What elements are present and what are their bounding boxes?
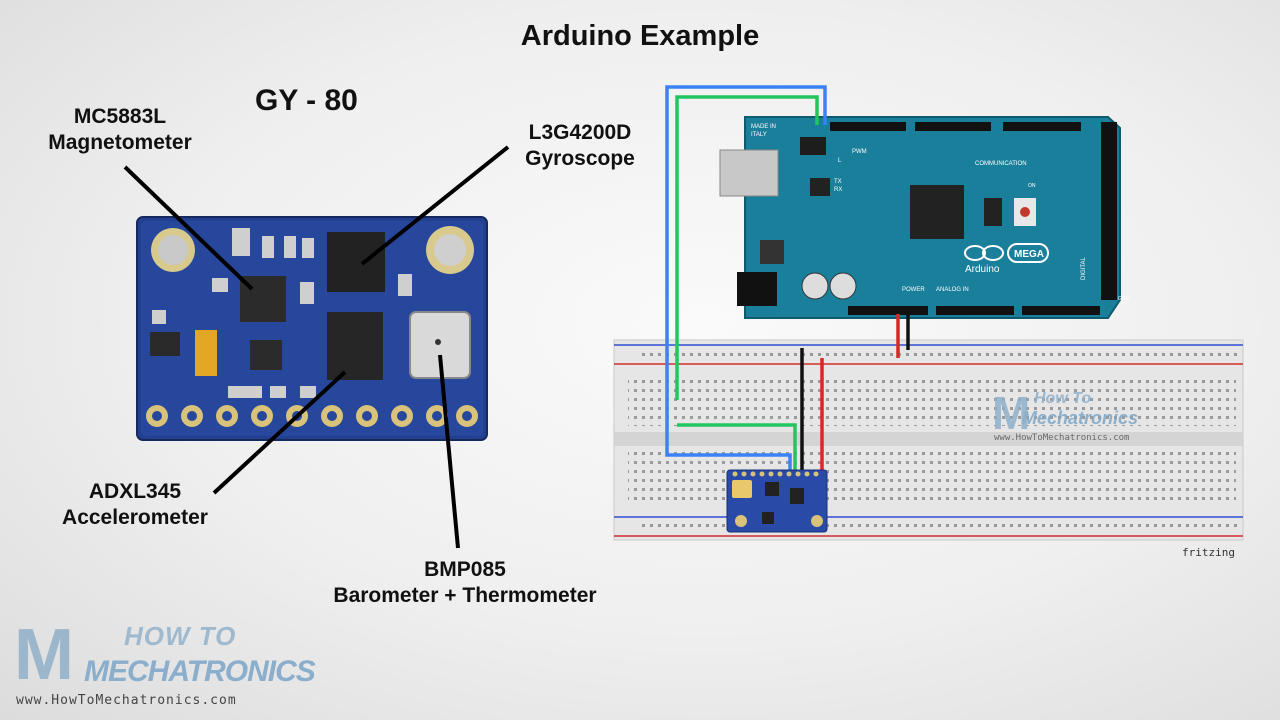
magnetometer-arrow	[123, 165, 254, 291]
breadboard	[613, 339, 1244, 541]
on-label: ON	[1028, 183, 1036, 189]
usb-port	[719, 149, 779, 197]
header-right	[1101, 122, 1117, 300]
tantalum-capacitor	[195, 330, 217, 376]
gyroscope-chip	[327, 232, 385, 292]
gyroscope-arrow	[360, 145, 510, 266]
sda-wire-bottom	[677, 423, 797, 472]
rx-label: RX	[834, 187, 842, 193]
pointer-arrows	[123, 145, 510, 549]
gyroscope-label: L3G4200D Gyroscope	[505, 120, 655, 172]
mcu-chip	[910, 185, 964, 239]
barometer-part: BMP085	[424, 558, 506, 581]
barometer-function: Barometer + Thermometer	[333, 584, 597, 607]
pwm-label: PWM	[852, 149, 867, 155]
gy80-breadboard-module	[726, 469, 828, 533]
logo-how: HOW TO	[124, 621, 237, 651]
page-title: Arduino Example	[520, 20, 760, 52]
tx-label: TX	[834, 179, 842, 185]
analog-in-label: ANALOG IN	[936, 287, 969, 293]
watermark-how: How To	[1034, 390, 1092, 407]
l-led-label: L	[838, 158, 842, 164]
barometer-arrow	[438, 354, 460, 549]
arduino-model: MEGA	[1014, 249, 1044, 260]
header-top-3	[1003, 122, 1081, 131]
logo-mark: M	[14, 615, 74, 695]
barometer-chip	[409, 311, 471, 379]
fritzing-label: fritzing	[1182, 546, 1235, 559]
gyroscope-part: L3G4200D	[528, 121, 632, 144]
header-analog-2	[1022, 306, 1100, 315]
communication-label: COMMUNICATION	[975, 161, 1027, 167]
gnd-label: GND	[1118, 296, 1130, 302]
digital-label: DIGITAL	[1081, 256, 1087, 280]
accelerometer-chip	[327, 312, 383, 380]
sda-wire-top	[675, 95, 819, 400]
magnetometer-label: MC5883L Magnetometer	[30, 104, 210, 156]
arduino-mega-board: MADE IN ITALY Arduino MEGA PWM L TX RX O…	[719, 116, 1130, 319]
barometer-label: BMP085 Barometer + Thermometer	[310, 557, 620, 609]
accelerometer-label: ADXL345 Accelerometer	[40, 479, 230, 531]
gyroscope-function: Gyroscope	[525, 147, 635, 170]
accelerometer-arrow	[212, 370, 347, 495]
accelerometer-part: ADXL345	[88, 480, 182, 503]
site-logo: M HOW TO MECHATRONICS www.HowToMechatron…	[14, 615, 316, 715]
wires	[665, 85, 910, 472]
gy80-board	[136, 216, 488, 441]
watermark-url: www.HowToMechatronics.com	[994, 433, 1130, 443]
country-text: ITALY	[751, 132, 767, 138]
header-top-2	[915, 122, 991, 131]
watermark-logo: M How To Mechatronics www.HowToMechatron…	[992, 388, 1142, 448]
header-analog-1	[936, 306, 1014, 315]
made-in-text: MADE IN	[751, 124, 776, 130]
magnetometer-function: Magnetometer	[48, 131, 192, 154]
power-jack	[737, 272, 777, 306]
watermark-mark: M	[992, 387, 1031, 439]
power-label: POWER	[902, 287, 925, 293]
magnetometer-part: MC5883L	[73, 105, 167, 128]
logo-mech: MECHATRONICS	[84, 655, 316, 688]
scl-wire	[665, 85, 827, 472]
accelerometer-function: Accelerometer	[62, 506, 208, 529]
header-top-1	[830, 122, 906, 131]
watermark-mech: Mechatronics	[1022, 408, 1139, 428]
header-power	[848, 306, 928, 315]
arduino-brand: Arduino	[965, 264, 1000, 275]
board-title: GY - 80	[255, 84, 358, 117]
logo-url: www.HowToMechatronics.com	[16, 693, 237, 708]
